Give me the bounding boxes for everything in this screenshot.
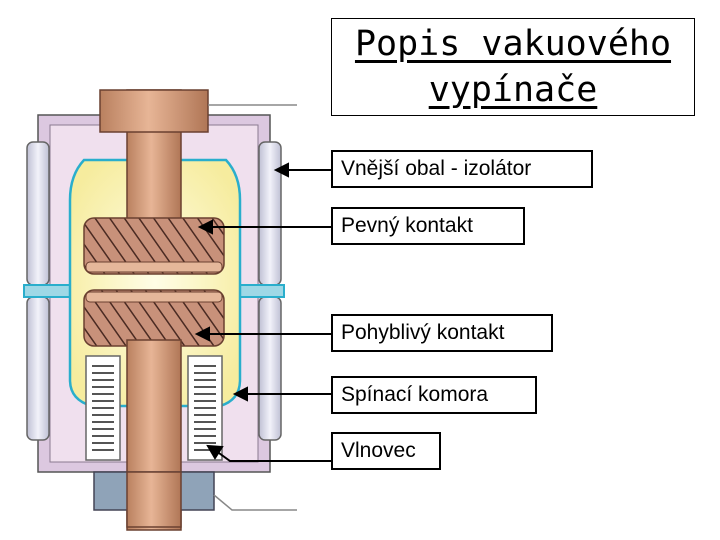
callout-arrows (194, 162, 331, 462)
title-line-2: vypínače (428, 70, 598, 110)
title-line-1: Popis vakuového (354, 24, 672, 64)
fixed-contact (83, 217, 225, 275)
label-switching-chamber: Spínací komora (331, 376, 537, 414)
title-box: Popis vakuového vypínače (331, 18, 695, 116)
label-bellows: Vlnovec (331, 432, 441, 470)
bellows (85, 355, 223, 461)
bottom-leader-line (213, 494, 297, 511)
insulator-shell (26, 141, 282, 441)
label-moving-contact: Pohyblivý kontakt (331, 314, 553, 352)
top-terminal (99, 89, 209, 133)
label-fixed-contact: Pevný kontakt (331, 207, 525, 245)
label-insulator: Vnější obal - izolátor (331, 150, 593, 188)
